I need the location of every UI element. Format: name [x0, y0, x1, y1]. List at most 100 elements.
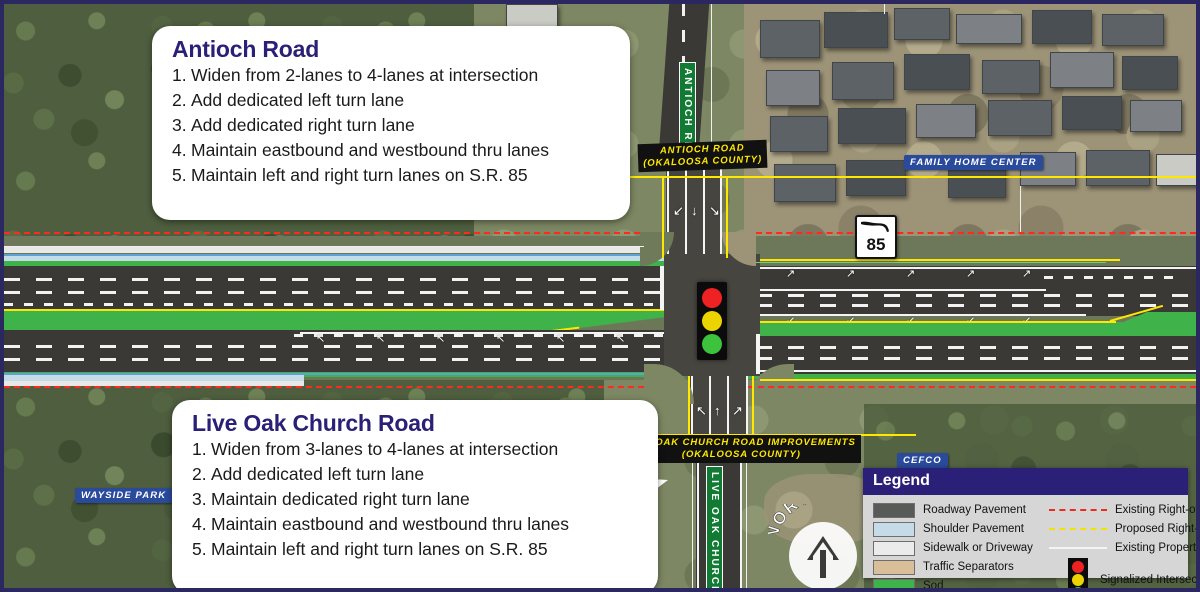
legend: Legend Roadway Pavement Shoulder Pavemen… — [863, 468, 1196, 588]
proposed-row-north-antioch-east — [964, 176, 1196, 178]
building — [766, 70, 820, 106]
antioch-edge-line-right — [720, 156, 722, 264]
signalized-intersection-marker — [697, 282, 727, 360]
stop-bar-west — [660, 266, 664, 310]
lane-dash-eb-2 — [4, 358, 664, 361]
svg-text:NORTH: NORTH — [768, 504, 825, 534]
lane-dash-eb-3 — [294, 334, 674, 337]
live-oak-edge-south-right — [740, 456, 742, 588]
shoulder-north — [4, 254, 664, 261]
lane-arrow-thru: ↑ — [714, 403, 721, 418]
legend-line-proposed-right-of-way — [1048, 528, 1107, 530]
route-shield-number: 85 — [866, 235, 886, 254]
east-wb-turn-line — [756, 314, 1086, 316]
building — [824, 12, 888, 48]
lane-arrow-right: ↗ — [732, 403, 743, 418]
building — [774, 164, 836, 202]
north-arrow — [789, 522, 857, 588]
project-label-live-oak-church-road: LIVE OAK CHURCH ROAD IMPROVEMENTS (OKALO… — [622, 435, 861, 463]
existing-row-south-east — [748, 386, 1196, 388]
east-eb-dash-2 — [756, 357, 1196, 360]
callout-live-oak-title: Live Oak Church Road — [192, 410, 435, 436]
legend-label: Sod — [923, 580, 944, 592]
legend-traffic-signal-icon — [1067, 558, 1088, 588]
building — [988, 100, 1052, 136]
legend-title: Legend — [863, 468, 1188, 495]
sod-east-south-strip — [748, 374, 1196, 379]
turn-lane-channel-line — [300, 332, 674, 334]
north-arrow-label: NORTH — [768, 504, 825, 534]
sod-east-median — [748, 322, 1196, 336]
project-label-antioch-road: ANTIOCH ROAD (OKALOOSA COUNTY) — [637, 139, 768, 173]
lane-arrow-eb-left: ↖ — [316, 333, 326, 345]
proposed-row-antioch-east-edge — [726, 176, 728, 258]
lane-arrow-eb-left: ↖ — [556, 333, 566, 345]
street-sign-live-oak-church-rd: LIVE OAK CHURCH RD. — [706, 466, 723, 588]
lane-arrow-left: ↖ — [696, 403, 707, 418]
florida-outline-icon — [861, 221, 889, 232]
existing-property-line-vertical-2 — [692, 456, 693, 588]
lane-dash-eb-1 — [4, 345, 664, 348]
legend-label: Proposed Right-of-Way — [1114, 523, 1199, 535]
east-eb-edge-bottom — [756, 370, 1196, 372]
list-item: 1.Widen from 2-lanes to 4-lanes at inter… — [172, 65, 539, 85]
building — [1156, 154, 1196, 186]
east-wb-dash-2 — [756, 304, 1196, 307]
east-wb-dash-channel — [1044, 276, 1184, 279]
signal-yellow-lamp — [702, 310, 722, 331]
lane-arrow-eb-left: ↖ — [616, 333, 626, 345]
building — [832, 62, 894, 100]
legend-line-existing-right-of-way — [1048, 509, 1107, 511]
building — [948, 166, 1006, 198]
building — [1032, 10, 1092, 44]
proposed-row-liveoak-east-edge — [752, 376, 754, 434]
lane-dash-wb-3 — [4, 303, 664, 306]
legend-item-existing-property-lines: Existing Property Lines — [1048, 540, 1200, 556]
callout-live-oak-church-road: Live Oak Church Road 1.Widen from 3-lane… — [172, 400, 658, 588]
stop-bar-east — [756, 334, 760, 374]
legend-label: Existing Right-of-Way — [1114, 504, 1199, 516]
building — [956, 14, 1022, 44]
live-oak-edge-line-right — [746, 360, 748, 456]
signal-yellow-lamp — [1071, 573, 1084, 586]
legend-line-existing-property-lines — [1048, 547, 1107, 549]
existing-row-south — [4, 386, 644, 388]
building — [982, 60, 1040, 94]
building — [894, 8, 950, 40]
building — [1062, 96, 1122, 130]
existing-row-north — [4, 232, 640, 234]
poi-family-home-center: FAMILY HOME CENTER — [904, 155, 1043, 170]
existing-property-line-vertical-3 — [746, 456, 747, 588]
shoulder-edge-south — [4, 373, 694, 375]
sr85-east-eastbound-pavement — [748, 336, 1196, 374]
legend-item-traffic-separators: Traffic Separators — [873, 559, 1033, 575]
sod-north-strip — [4, 261, 664, 266]
building — [1130, 100, 1182, 132]
list-item: 2.Add dedicated left turn lane — [192, 464, 425, 484]
lane-arrow-thru: ↓ — [691, 203, 698, 218]
legend-label: Signalized Intersection — [1099, 574, 1200, 586]
legend-swatch-sidewalk-or-driveway — [873, 540, 915, 556]
signal-green-lamp — [702, 334, 722, 355]
signal-green-lamp — [1071, 587, 1084, 588]
legend-swatch-traffic-separators — [873, 559, 915, 575]
lane-dash-wb-1 — [4, 278, 664, 281]
callout-antioch-title: Antioch Road — [172, 36, 320, 62]
proposed-row-east-upper — [760, 259, 1120, 261]
lane-dash-wb-2 — [4, 291, 664, 294]
building — [1102, 14, 1164, 46]
sr85-eastbound-pavement — [4, 330, 704, 372]
lane-arrow-wb-right: ↗ — [966, 268, 976, 280]
legend-item-signalized-intersection: Signalized Intersection — [1049, 558, 1200, 588]
proposed-row-liveoak-west-edge — [688, 376, 690, 434]
callout-antioch-list: 1.Widen from 2-lanes to 4-lanes at inter… — [172, 63, 612, 188]
east-wb-edge-top — [756, 267, 1196, 269]
sr85-westbound-pavement — [4, 266, 704, 310]
route-shield-sr-85: 85 — [855, 215, 897, 259]
list-item: 3.Maintain dedicated right turn lane — [192, 489, 470, 509]
east-wb-dash-1 — [756, 294, 1196, 297]
callout-live-oak-list: 1.Widen from 3-lanes to 4-lanes at inter… — [192, 437, 640, 562]
antioch-road-widened-approach — [666, 154, 722, 264]
legend-label: Existing Property Lines — [1114, 542, 1200, 554]
